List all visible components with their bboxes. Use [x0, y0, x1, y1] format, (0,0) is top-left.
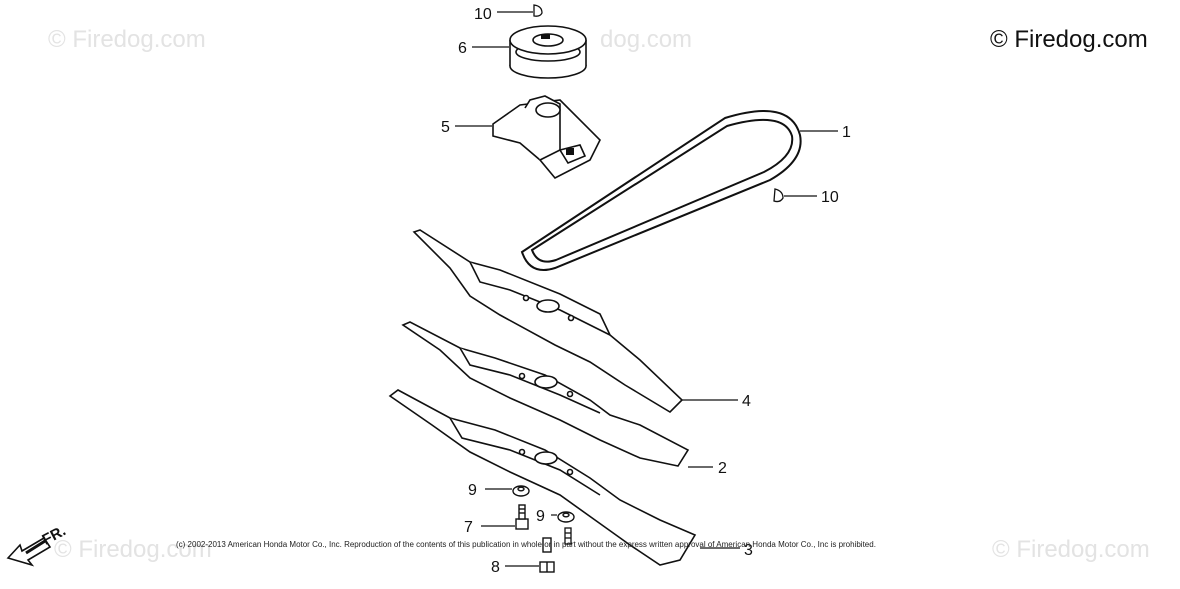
callout-6: 6	[458, 40, 467, 57]
watermark-faint-top-center: dog.com	[600, 26, 693, 53]
callout-4: 4	[742, 393, 751, 410]
bolt	[515, 504, 529, 530]
callout-8: 8	[491, 559, 500, 576]
woodruff-key-right	[773, 188, 784, 203]
callout-9-right: 9	[536, 508, 545, 525]
callout-9-left: 9	[468, 482, 477, 499]
stud-bolt	[564, 527, 572, 545]
callout-10-top: 10	[474, 6, 492, 23]
watermark-faint-bottom-left: © Firedog.com	[54, 536, 212, 563]
v-belt	[520, 110, 802, 271]
callout-10-right: 10	[821, 189, 839, 206]
callout-1: 1	[842, 124, 851, 141]
blade-lower	[388, 389, 697, 566]
pulley	[509, 25, 587, 79]
washer-right	[557, 511, 575, 523]
blade-holder	[492, 95, 601, 180]
watermark-faint-bottom-right: © Firedog.com	[992, 536, 1150, 563]
callout-2: 2	[718, 460, 727, 477]
watermark-faint-top-left: © Firedog.com	[48, 26, 206, 53]
washer-left	[512, 485, 530, 497]
nut	[539, 537, 555, 573]
copyright-notice: (c) 2002-2013 American Honda Motor Co., …	[176, 540, 876, 549]
callout-3: 3	[744, 542, 753, 559]
front-arrow	[6, 536, 52, 567]
blade-middle	[401, 321, 690, 467]
blade-upper	[412, 229, 684, 414]
woodruff-key-top	[533, 4, 543, 17]
callout-5: 5	[441, 119, 450, 136]
callout-7: 7	[464, 519, 473, 536]
watermark-main: © Firedog.com	[990, 26, 1148, 53]
